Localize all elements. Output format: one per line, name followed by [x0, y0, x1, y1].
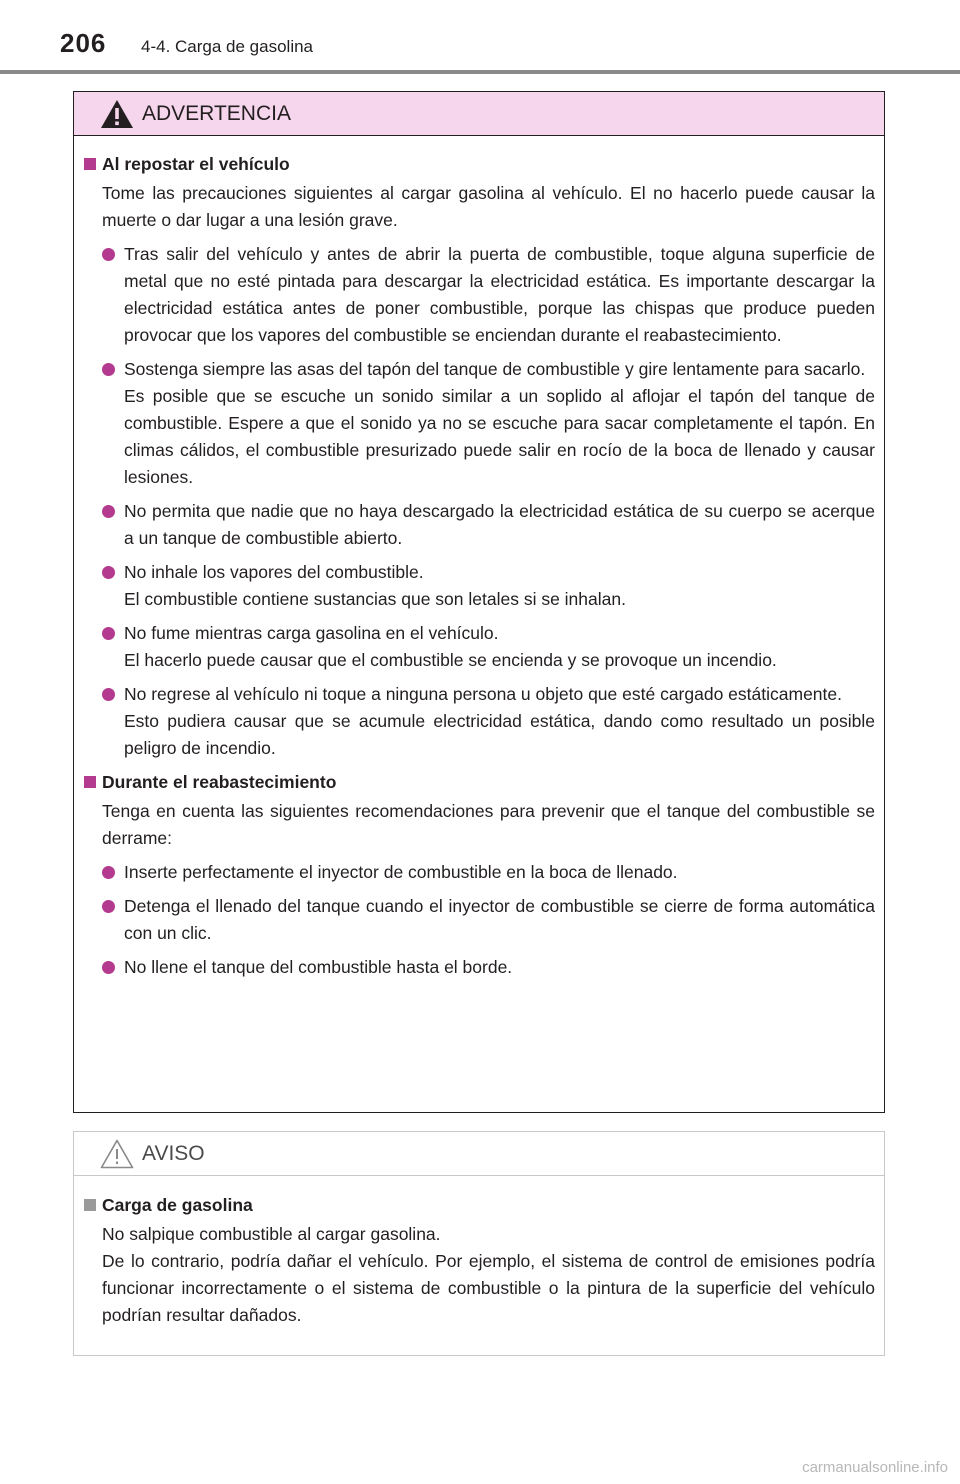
warning-title: ADVERTENCIA [142, 102, 291, 125]
square-bullet-icon [84, 158, 96, 170]
list-item: Sostenga siempre las asas del tapón del … [84, 356, 875, 491]
list-item-text: Tras salir del vehículo y antes de abrir… [124, 244, 875, 345]
round-bullet-icon [102, 248, 115, 261]
warning-header: ADVERTENCIA [74, 92, 884, 136]
list-item: No permita que nadie que no haya descarg… [84, 498, 875, 552]
page-number: 206 [60, 28, 107, 58]
round-bullet-icon [102, 363, 115, 376]
list-item-note: El hacerlo puede causar que el combustib… [124, 650, 777, 670]
warning-section-heading: Durante el reabastecimiento [84, 769, 875, 796]
header-divider [0, 70, 960, 74]
list-item-text: No fume mientras carga gasolina en el ve… [124, 623, 499, 643]
list-item-text: Sostenga siempre las asas del tapón del … [124, 359, 866, 379]
notice-body: Carga de gasolina No salpique combustibl… [74, 1176, 884, 1329]
round-bullet-icon [102, 505, 115, 518]
list-item-text: No inhale los vapores del combustible. [124, 562, 424, 582]
page-header: 206 4-4. Carga de gasolina [0, 0, 960, 76]
notice-text-line2: De lo contrario, podría dañar el vehícul… [102, 1251, 875, 1325]
round-bullet-icon [102, 866, 115, 879]
warning-box: ADVERTENCIA Al repostar el vehículo Tome… [73, 91, 885, 1113]
round-bullet-icon [102, 961, 115, 974]
warning-section-heading: Al repostar el vehículo [84, 151, 875, 178]
notice-title: AVISO [142, 1142, 205, 1165]
list-item-note: El combustible contiene sustancias que s… [124, 589, 626, 609]
list-item-text: Detenga el llenado del tanque cuando el … [124, 896, 875, 943]
list-item: Tras salir del vehículo y antes de abrir… [84, 241, 875, 349]
round-bullet-icon [102, 688, 115, 701]
notice-box: AVISO Carga de gasolina No salpique comb… [73, 1131, 885, 1356]
list-item: No fume mientras carga gasolina en el ve… [84, 620, 875, 674]
section-heading-text: Durante el reabastecimiento [102, 772, 337, 792]
list-item: Detenga el llenado del tanque cuando el … [84, 893, 875, 947]
list-item: No llene el tanque del combustible hasta… [84, 954, 875, 981]
section-heading-text: Al repostar el vehículo [102, 154, 290, 174]
caution-triangle-icon [100, 1139, 134, 1169]
round-bullet-icon [102, 627, 115, 640]
notice-section-heading: Carga de gasolina [84, 1192, 875, 1219]
section-intro: Tome las precauciones siguientes al carg… [102, 183, 875, 230]
list-item-text: Inserte perfectamente el inyector de com… [124, 862, 678, 882]
notice-text-line1: No salpique combustible al cargar gasoli… [102, 1224, 441, 1244]
round-bullet-icon [102, 566, 115, 579]
list-item: No regrese al vehículo ni toque a ningun… [84, 681, 875, 762]
warning-body: Al repostar el vehículo Tome las precauc… [74, 136, 884, 981]
list-item-note: Esto pudiera causar que se acumule elect… [124, 711, 875, 758]
list-item: No inhale los vapores del combustible. E… [84, 559, 875, 613]
square-bullet-icon [84, 776, 96, 788]
round-bullet-icon [102, 900, 115, 913]
section-heading-text: Carga de gasolina [102, 1195, 253, 1215]
section-title: 4-4. Carga de gasolina [141, 37, 314, 56]
list-item-text: No regrese al vehículo ni toque a ningun… [124, 684, 842, 704]
list-item: Inserte perfectamente el inyector de com… [84, 859, 875, 886]
section-intro: Tenga en cuenta las siguientes recomenda… [102, 801, 875, 848]
watermark: carmanualsonline.info [802, 1459, 948, 1476]
list-item-note: Es posible que se escuche un sonido simi… [124, 386, 875, 487]
square-bullet-icon [84, 1199, 96, 1211]
notice-header: AVISO [74, 1132, 884, 1176]
list-item-text: No llene el tanque del combustible hasta… [124, 957, 513, 977]
list-item-text: No permita que nadie que no haya descarg… [124, 501, 875, 548]
warning-triangle-icon [101, 100, 133, 128]
